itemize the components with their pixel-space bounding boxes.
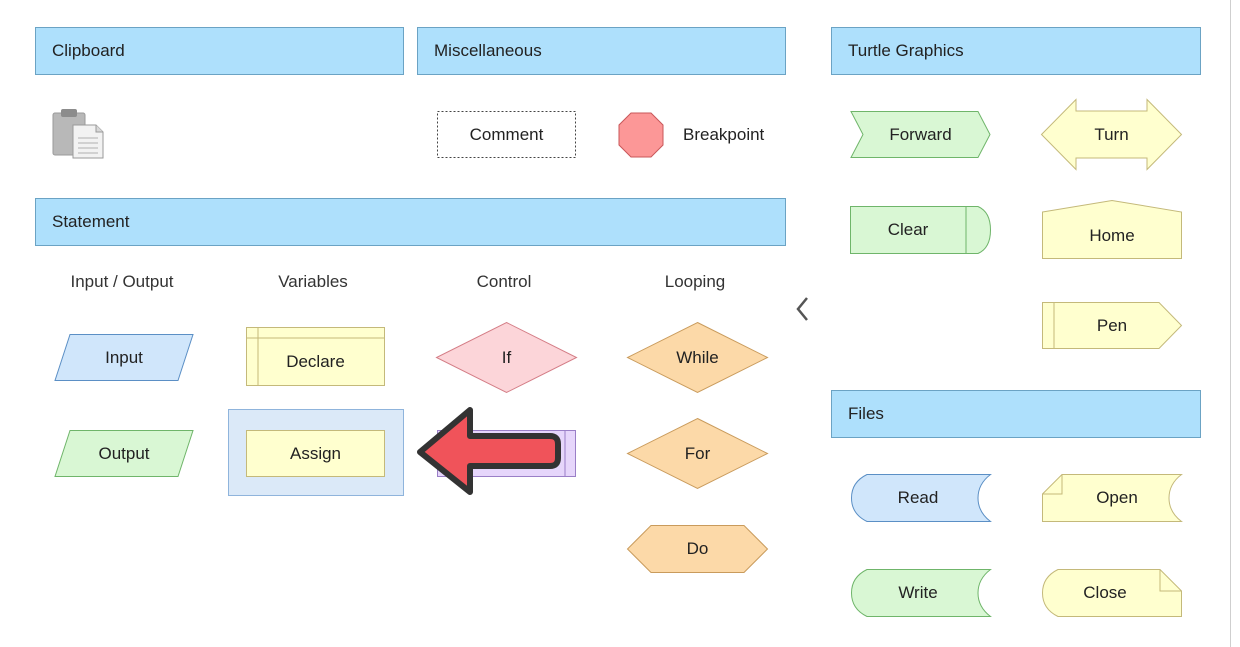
turn-block[interactable]: Turn bbox=[1040, 98, 1183, 171]
for-label: For bbox=[684, 443, 711, 463]
pen-block[interactable]: Pen bbox=[1042, 302, 1183, 349]
declare-shape bbox=[246, 327, 385, 386]
comment-block[interactable]: Comment bbox=[437, 111, 576, 158]
do-block[interactable]: Do bbox=[626, 525, 769, 573]
section-title-misc: Miscellaneous bbox=[434, 41, 542, 60]
clear-block[interactable]: Clear bbox=[850, 206, 992, 254]
read-shape bbox=[850, 474, 992, 522]
chevron-left-icon bbox=[796, 297, 808, 321]
if-label: If bbox=[501, 347, 512, 367]
clear-label: Clear bbox=[887, 220, 929, 239]
forward-block[interactable]: Forward bbox=[850, 111, 991, 158]
do-label: Do bbox=[686, 539, 709, 558]
diamond-shape bbox=[435, 321, 578, 394]
read-label: Read bbox=[897, 488, 939, 507]
open-block[interactable]: Open bbox=[1042, 474, 1183, 522]
column-header-looping: Looping bbox=[664, 272, 726, 291]
output-block[interactable]: Output bbox=[54, 430, 194, 477]
input-block[interactable]: Input bbox=[54, 334, 194, 381]
write-block[interactable]: Write bbox=[850, 569, 992, 617]
breakpoint-block[interactable] bbox=[618, 112, 664, 158]
close-label: Close bbox=[1083, 583, 1127, 602]
section-header-files: Files bbox=[831, 390, 1201, 438]
hexagon-shape bbox=[626, 525, 769, 573]
section-title-statement: Statement bbox=[52, 212, 130, 231]
section-header-statement: Statement bbox=[35, 198, 786, 246]
if-block[interactable]: If bbox=[435, 321, 578, 394]
collapse-panel-button[interactable] bbox=[792, 294, 814, 324]
output-label: Output bbox=[98, 443, 150, 463]
close-shape bbox=[1041, 569, 1182, 617]
section-header-turtle: Turtle Graphics bbox=[831, 27, 1201, 75]
write-label: Write bbox=[898, 583, 938, 602]
declare-label: Declare bbox=[286, 352, 345, 371]
home-label: Home bbox=[1089, 225, 1135, 245]
section-title-turtle: Turtle Graphics bbox=[848, 41, 964, 60]
open-shape bbox=[1042, 474, 1183, 522]
parallelogram-shape bbox=[54, 334, 194, 381]
pointer-arrow-icon bbox=[417, 407, 561, 495]
read-block[interactable]: Read bbox=[850, 474, 992, 522]
while-block[interactable]: While bbox=[626, 321, 769, 394]
forward-label: Forward bbox=[889, 124, 952, 144]
declare-block[interactable]: Declare bbox=[246, 327, 385, 386]
column-header-control: Control bbox=[476, 272, 532, 291]
section-header-misc: Miscellaneous bbox=[417, 27, 786, 75]
while-label: While bbox=[676, 347, 719, 367]
column-header-variables: Variables bbox=[278, 272, 348, 291]
for-block[interactable]: For bbox=[626, 417, 769, 490]
breakpoint-label: Breakpoint bbox=[683, 125, 765, 144]
section-title-files: Files bbox=[848, 404, 884, 423]
home-block[interactable]: Home bbox=[1042, 199, 1182, 259]
clipboard-paste-button[interactable] bbox=[52, 108, 106, 160]
house-shape bbox=[1042, 199, 1182, 259]
assign-block[interactable]: Assign bbox=[246, 430, 385, 477]
open-label: Open bbox=[1096, 488, 1138, 507]
turn-label: Turn bbox=[1094, 124, 1129, 144]
clear-shape bbox=[850, 206, 992, 254]
octagon-icon bbox=[618, 112, 664, 158]
pointer-arrow bbox=[412, 404, 562, 496]
rectangle-shape bbox=[246, 430, 385, 477]
section-title-clipboard: Clipboard bbox=[52, 41, 125, 60]
parallelogram-shape bbox=[54, 430, 194, 477]
double-arrow-shape bbox=[1040, 98, 1183, 171]
hexagon-shape bbox=[626, 321, 769, 394]
comment-label: Comment bbox=[469, 124, 544, 144]
write-shape bbox=[850, 569, 992, 617]
close-block[interactable]: Close bbox=[1041, 569, 1182, 617]
panel-border bbox=[1230, 0, 1231, 647]
diamond-shape bbox=[626, 417, 769, 490]
assign-label: Assign bbox=[289, 443, 342, 463]
chevron-shape bbox=[850, 111, 991, 158]
pen-shape bbox=[1042, 302, 1183, 349]
column-header-io: Input / Output bbox=[70, 272, 174, 291]
comment-shape bbox=[437, 111, 576, 158]
input-label: Input bbox=[105, 347, 143, 367]
pen-label: Pen bbox=[1096, 315, 1128, 335]
clipboard-icon bbox=[52, 109, 104, 159]
section-header-clipboard: Clipboard bbox=[35, 27, 404, 75]
